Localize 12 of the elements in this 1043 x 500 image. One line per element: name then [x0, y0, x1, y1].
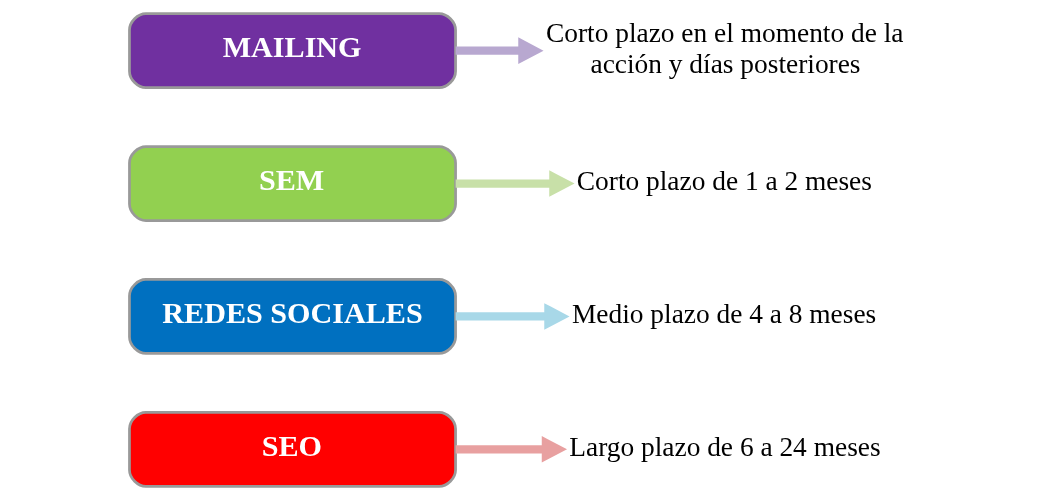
- node-text: Corto plazo de 1 a 2 meses: [576, 166, 872, 197]
- arrow: [455, 37, 544, 64]
- node-box: SEO: [127, 411, 457, 488]
- node-box: SEM: [127, 145, 457, 222]
- node-text: Largo plazo de 6 a 24 meses: [568, 432, 881, 463]
- node-box: REDES SOCIALES: [127, 278, 457, 355]
- arrow: [455, 303, 570, 330]
- arrow: [455, 436, 567, 463]
- arrow: [455, 170, 575, 197]
- node-text: Medio plazo de 4 a 8 meses: [571, 299, 876, 330]
- node-box: MAILING: [127, 12, 457, 90]
- node-text: Corto plazo en el momento de la acción y días posteriores: [545, 18, 903, 79]
